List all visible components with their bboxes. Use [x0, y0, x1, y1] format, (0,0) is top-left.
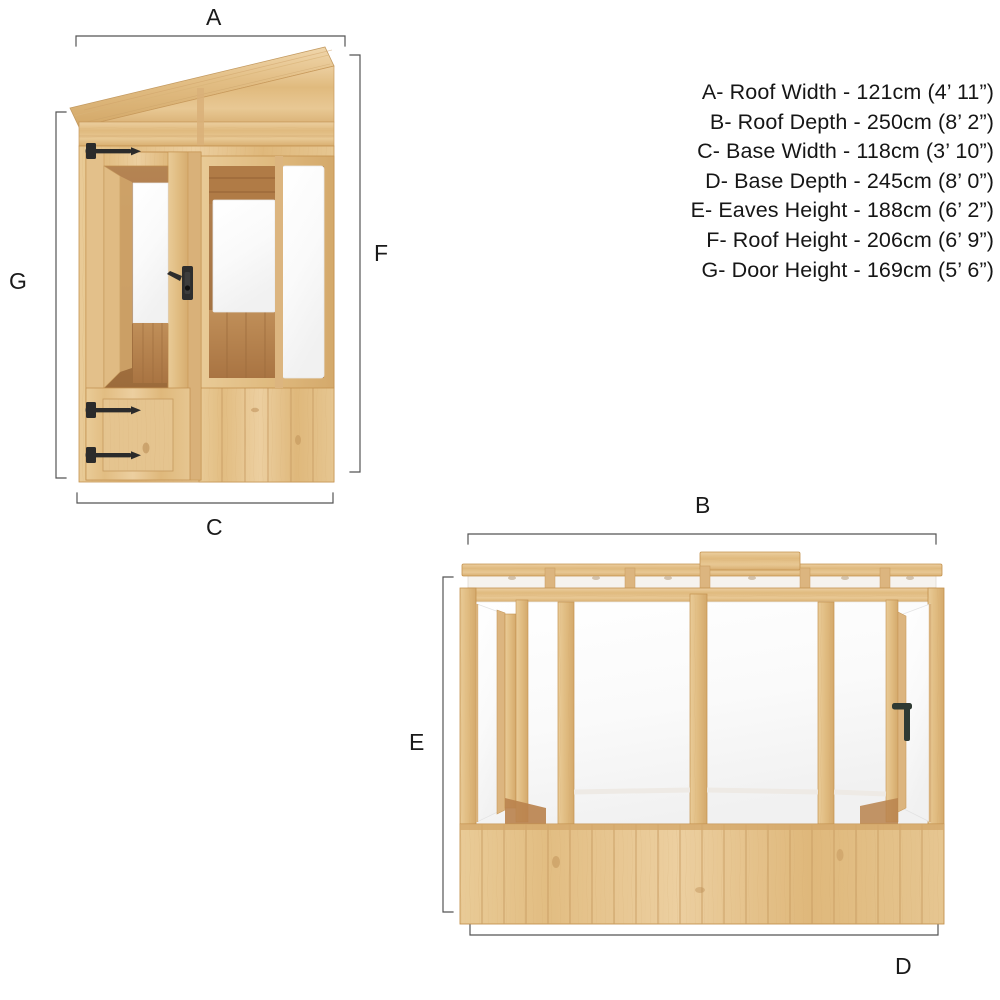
legend-line-b: B- Roof Depth - 250cm (8’ 2”) — [709, 109, 994, 134]
dimension-label-g: G — [9, 268, 27, 294]
legend-line-d: D- Base Depth - 245cm (8’ 0”) — [705, 168, 994, 193]
dimension-label-a: A — [206, 4, 222, 30]
dimension-f-bracket — [349, 54, 361, 473]
dimension-label-d: D — [895, 953, 912, 979]
dimension-a-bracket — [75, 35, 346, 47]
front-elevation-illustration — [69, 46, 335, 483]
dimension-label-f: F — [374, 240, 389, 266]
side-elevation-illustration — [459, 551, 945, 925]
dimension-g-bracket — [55, 111, 67, 479]
dimension-e-bracket — [442, 576, 454, 913]
front-fascia — [78, 49, 335, 147]
front-lower-cladding — [198, 385, 335, 483]
dimension-label-c: C — [206, 514, 223, 540]
dimension-b-bracket — [467, 533, 937, 545]
legend-line-c: C- Base Width - 118cm (3’ 10”) — [697, 139, 994, 164]
front-dimension-lines — [55, 35, 361, 504]
side-window-right-open — [860, 599, 932, 824]
dimension-d-bracket — [469, 924, 939, 936]
dimension-c-bracket — [76, 492, 334, 504]
dimension-label-b: B — [695, 492, 711, 518]
side-window-handle-icon — [892, 703, 912, 741]
door-handle-icon — [167, 266, 193, 300]
legend-line-a: A- Roof Width - 121cm (4’ 11”) — [701, 80, 994, 104]
legend-line-g: G- Door Height - 169cm (5’ 6”) — [701, 257, 994, 282]
legend-line-e: E- Eaves Height - 188cm (6’ 2”) — [690, 198, 994, 223]
side-mullion — [557, 593, 835, 825]
dimension-label-e: E — [409, 729, 425, 755]
side-glazing — [459, 587, 945, 825]
side-lower-cladding — [459, 823, 945, 925]
door-hinge-icon — [85, 143, 141, 463]
side-dimension-lines — [442, 533, 939, 936]
front-door — [85, 151, 202, 481]
front-window — [198, 155, 335, 389]
legend-line-f: F- Roof Height - 206cm (6’ 9”) — [706, 227, 994, 252]
dimensions-legend: A- Roof Width - 121cm (4’ 11”) B- Roof D… — [614, 78, 994, 285]
side-window-left-open — [475, 599, 546, 824]
